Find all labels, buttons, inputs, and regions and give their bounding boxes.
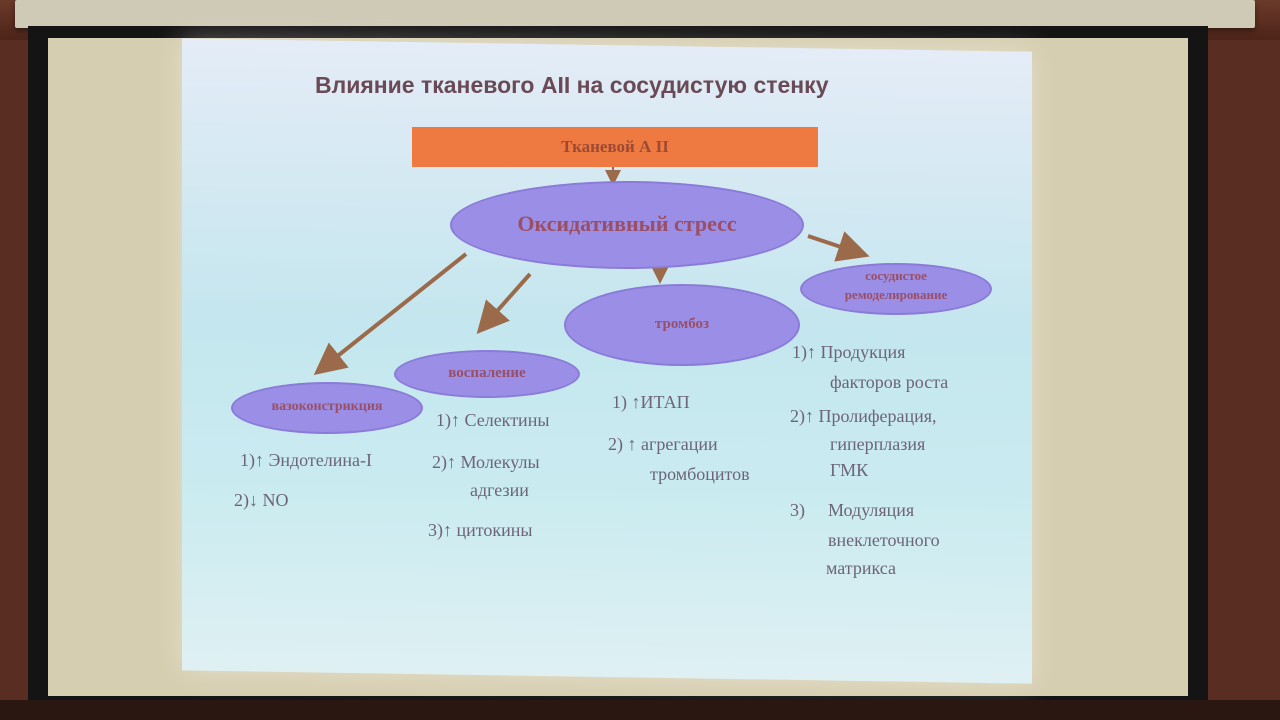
thrombosis-oval: тромбоз [564,284,800,366]
remod-item-3c: матрикса [826,558,897,578]
projector-rail [15,0,1255,28]
remod-item-1: 1)↑ Продукция [792,342,906,362]
inflam-item-1: 1)↑ Селектины [436,410,550,430]
thromb-item-2: 2) ↑ агрегации [608,434,718,454]
slide-title: Влияние тканевого AII на сосудистую стен… [315,72,829,98]
remodeling-label-2: ремоделирование [844,287,948,302]
arrow-to-inflammation [476,272,532,334]
remod-item-3b: внеклеточного [828,530,940,550]
inflam-item-3: 3)↑ цитокины [428,520,533,540]
inflammation-oval: воспаление [394,350,580,398]
remod-item-3: Модуляция [828,500,915,520]
thrombosis-label: тромбоз [654,316,710,332]
remodeling-oval: сосудистое ремоделирование [800,263,992,315]
vasoconstriction-oval: вазоконстрикция [231,382,423,434]
remod-item-2: 2)↑ Пролиферация, [790,406,937,426]
tissue-aii-banner: Тканевой А II [412,127,818,167]
inflammation-label: воспаление [448,365,526,381]
remod-item-1b: факторов роста [830,372,949,392]
oxidative-stress-oval: Оксидативный стресс [450,181,804,269]
remod-item-2b: гиперплазия [830,434,926,454]
inflam-item-2b: адгезии [470,480,529,500]
thromb-item-1: 1) ↑ИТАП [612,392,690,412]
vaso-item-1: 1)↑ Эндотелина-I [240,450,373,470]
oxidative-stress-label: Оксидативный стресс [517,211,737,236]
floor [0,700,1280,720]
arrow-to-vasoconstriction [313,252,468,375]
vaso-item-2: 2)↓ NO [234,490,289,510]
remod-item-3-num: 3) [790,500,805,520]
vasoconstriction-label: вазоконстрикция [271,399,383,414]
thromb-item-2b: тромбоцитов [650,464,750,484]
banner-label: Тканевой А II [561,137,669,156]
arrow-to-remodeling [807,231,870,262]
remodeling-label-1: сосудистое [865,268,927,283]
remod-item-2c: ГМК [830,460,869,480]
inflam-item-2: 2)↑ Молекулы [432,452,540,472]
